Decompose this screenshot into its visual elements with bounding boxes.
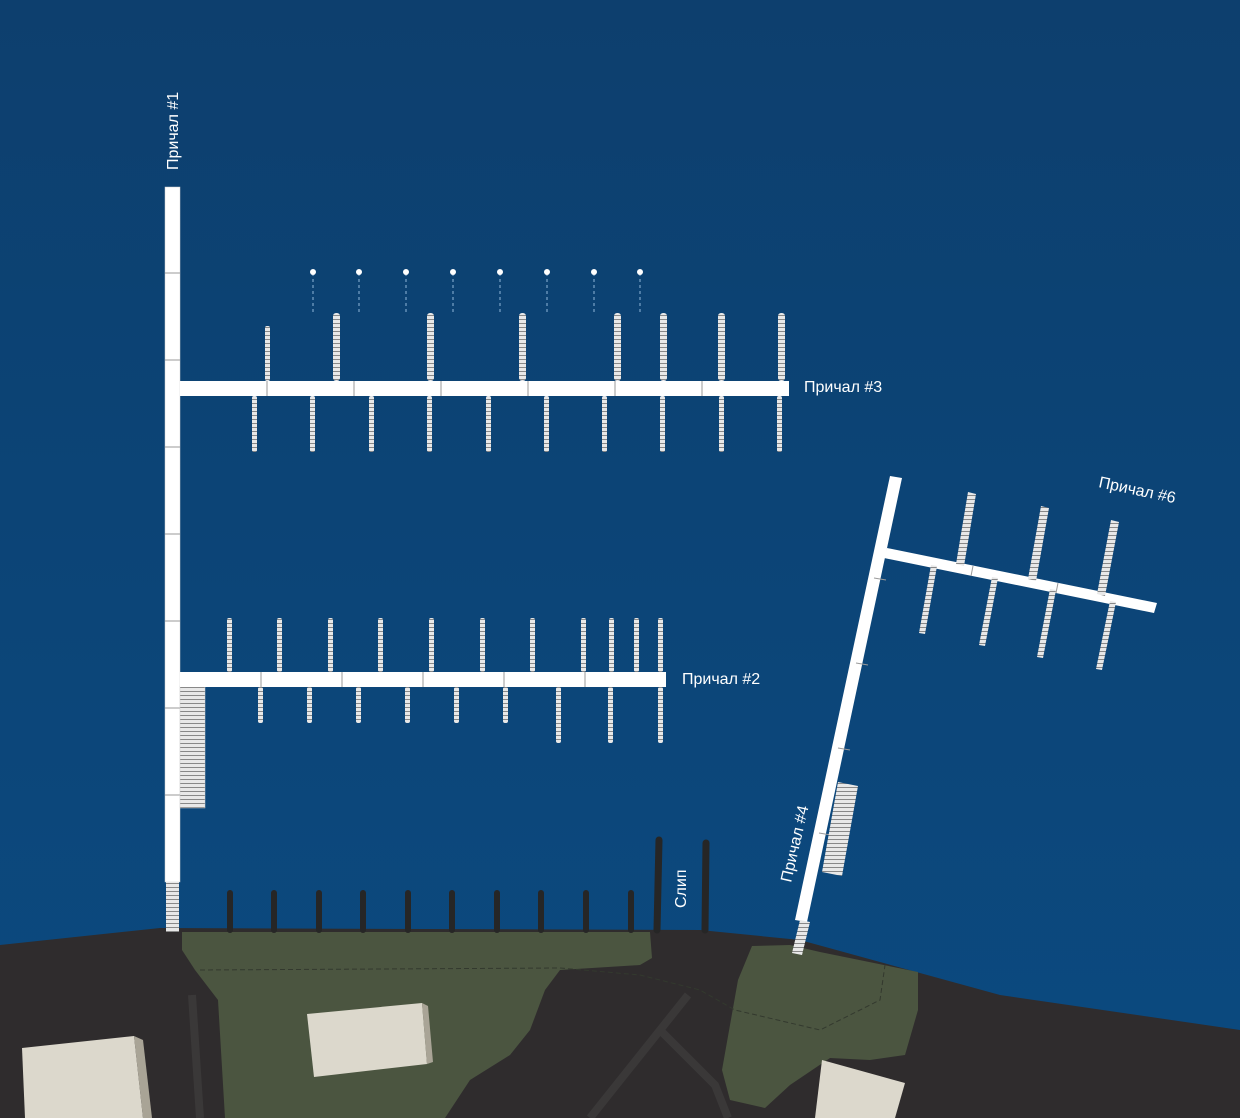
label-slip: Слип bbox=[673, 870, 690, 909]
road-west bbox=[188, 994, 204, 1118]
building-2 bbox=[307, 1003, 427, 1077]
pier-6-lower-fingers bbox=[919, 565, 1116, 670]
building-3 bbox=[815, 1060, 905, 1118]
label-pier-1: Причал #1 bbox=[165, 92, 182, 170]
pier-4-gangway bbox=[792, 920, 810, 955]
pier-3[interactable] bbox=[180, 269, 789, 452]
label-pier-3: Причал #3 bbox=[804, 379, 882, 396]
building-2-side bbox=[422, 1003, 433, 1064]
pier-2-lower-fingers bbox=[258, 687, 663, 743]
pier-1-gangway bbox=[166, 882, 179, 932]
pier-3-upper-fingers bbox=[265, 313, 785, 381]
road-center bbox=[586, 992, 732, 1118]
pier-4[interactable] bbox=[792, 476, 902, 955]
building-1-side bbox=[134, 1036, 152, 1118]
label-pier-2: Причал #2 bbox=[682, 671, 760, 688]
pier-2[interactable] bbox=[180, 618, 666, 743]
green-area-east bbox=[722, 945, 918, 1108]
pier-6-upper-fingers bbox=[956, 492, 1119, 596]
pier-1-ladder bbox=[179, 685, 206, 809]
pier-2-upper-fingers bbox=[227, 618, 663, 672]
shore-mooring-posts bbox=[227, 890, 634, 933]
pier-4-ladder bbox=[822, 782, 858, 876]
green-dashed-path bbox=[199, 964, 886, 1031]
slipway bbox=[653, 836, 710, 934]
pier-6[interactable] bbox=[884, 492, 1157, 670]
pier-3-lower-fingers bbox=[252, 396, 782, 452]
pier-3-mooring-buoys bbox=[310, 269, 643, 315]
pier-1[interactable] bbox=[164, 186, 206, 932]
building-1 bbox=[22, 1036, 143, 1118]
